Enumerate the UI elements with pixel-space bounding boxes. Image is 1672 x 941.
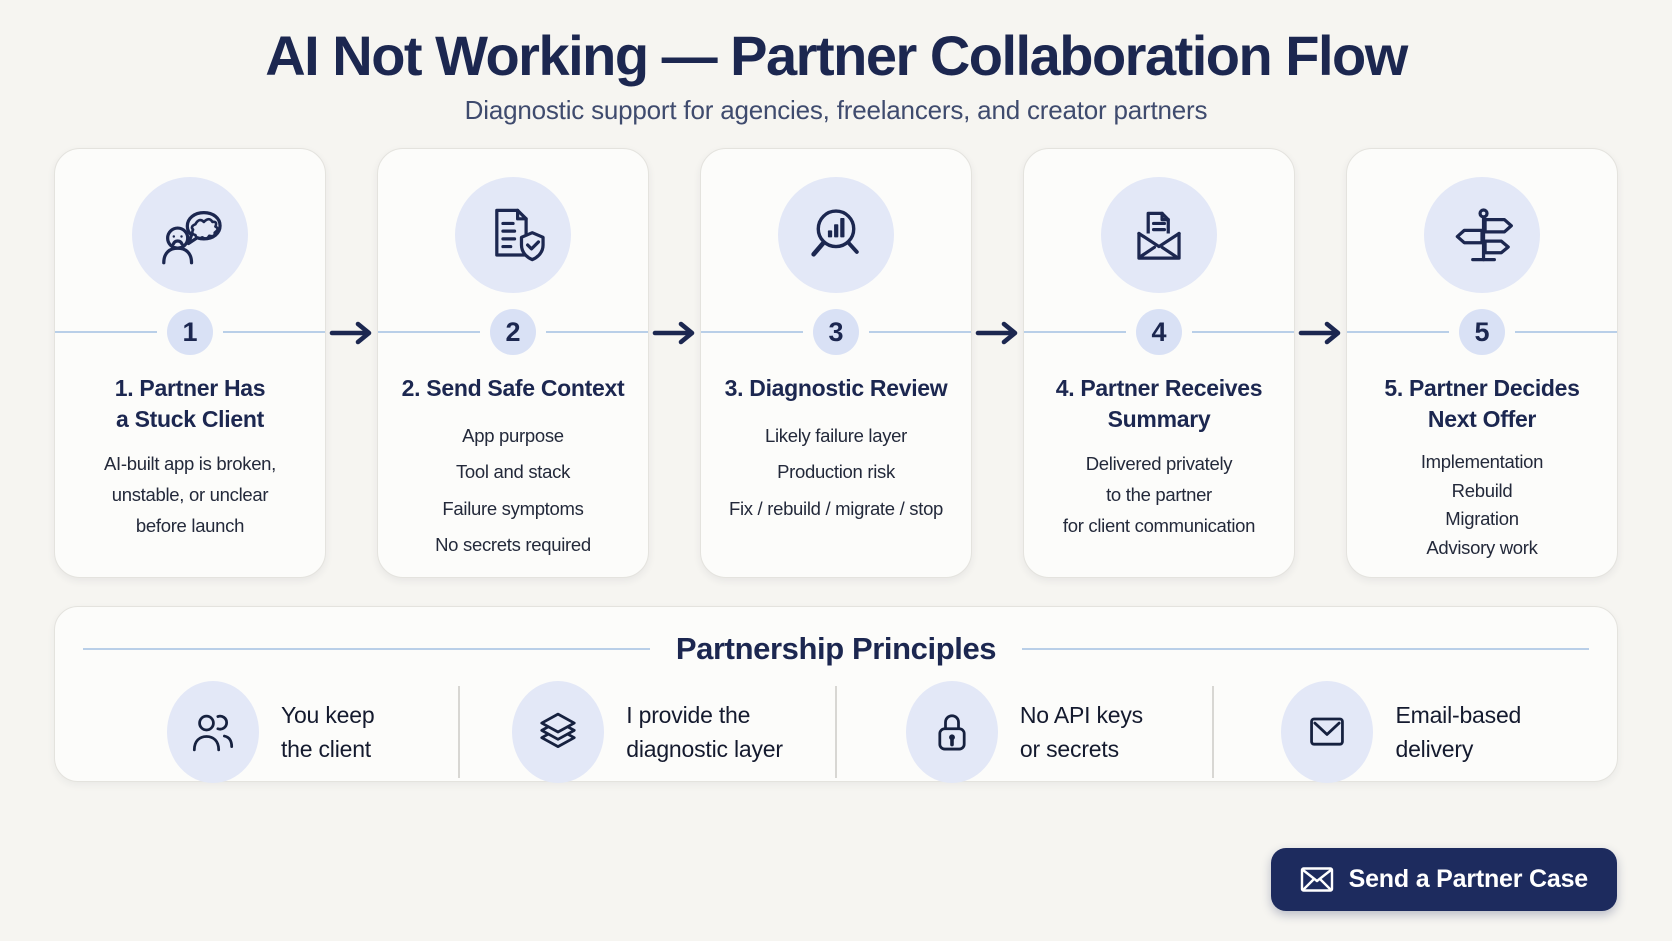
page-title: AI Not Working — Partner Collaboration F… <box>265 24 1408 87</box>
principles-header: Partnership Principles <box>83 631 1590 667</box>
principle-divider <box>835 686 837 779</box>
step-number-badge: 5 <box>1459 309 1505 356</box>
progress-line <box>378 331 480 334</box>
principle-divider <box>1212 686 1214 779</box>
principle-text: You keep the client <box>280 702 375 763</box>
principle-divider <box>458 686 460 779</box>
progress-line <box>223 331 325 334</box>
principles-panel: Partnership Principles You keep the clie… <box>54 606 1618 784</box>
step-number-badge: 2 <box>490 309 536 356</box>
document-shield-icon <box>455 177 571 294</box>
step-description: App purpose Tool and stack Failure sympt… <box>435 424 591 556</box>
step-title: 1. Partner Has a Stuck Client <box>114 375 266 432</box>
progress-line <box>55 331 157 334</box>
magnifier-chart-icon <box>778 177 894 294</box>
cta-row: Send a Partner Case <box>0 848 1672 912</box>
signpost-icon <box>1424 177 1540 294</box>
step-title: 4. Partner Receives Summary <box>1055 375 1263 432</box>
layers-icon <box>512 681 605 784</box>
step-progress: 2 <box>378 309 648 356</box>
lock-icon <box>905 681 998 784</box>
step-card-5: 5 5. Partner Decides Next Offer Implemen… <box>1346 148 1618 579</box>
flow-arrow-icon <box>1295 148 1346 346</box>
send-partner-case-button[interactable]: Send a Partner Case <box>1270 848 1617 912</box>
step-progress: 4 <box>1024 309 1294 356</box>
progress-line <box>1192 331 1294 334</box>
step-progress: 5 <box>1347 309 1617 356</box>
step-number-badge: 4 <box>1136 309 1182 356</box>
flow-steps: 1 1. Partner Has a Stuck Client AI-built… <box>0 148 1672 579</box>
step-description: Implementation Rebuild Migration Advisor… <box>1420 450 1544 558</box>
progress-line <box>1515 331 1617 334</box>
principle-text: No API keys or secrets <box>1019 702 1143 763</box>
step-card-1: 1 1. Partner Has a Stuck Client AI-built… <box>54 148 326 579</box>
principle-email-delivery: Email-based delivery <box>1214 681 1589 784</box>
page-subtitle: Diagnostic support for agencies, freelan… <box>464 95 1208 126</box>
cta-label: Send a Partner Case <box>1348 865 1589 894</box>
step-card-4: 4 4. Partner Receives Summary Delivered … <box>1023 148 1295 579</box>
envelope-icon <box>1300 866 1334 893</box>
step-description: AI-built app is broken, unstable, or unc… <box>103 452 277 537</box>
flow-arrow-icon <box>972 148 1023 346</box>
step-title: 3. Diagnostic Review <box>724 375 948 402</box>
principles-heading: Partnership Principles <box>675 631 997 667</box>
step-number-badge: 3 <box>813 309 859 356</box>
confused-client-icon <box>132 177 248 294</box>
step-description: Delivered privately to the partner for c… <box>1062 452 1256 537</box>
progress-line <box>701 331 803 334</box>
flow-arrow-icon <box>326 148 377 346</box>
heading-line <box>1022 648 1590 651</box>
step-title: 2. Send Safe Context <box>401 375 625 402</box>
principle-text: I provide the diagnostic layer <box>626 702 783 763</box>
step-card-3: 3 3. Diagnostic Review Likely failure la… <box>700 148 972 579</box>
step-description: Likely failure layer Production risk Fix… <box>728 424 944 519</box>
people-icon <box>166 681 259 784</box>
principles-list: You keep the client I provide the diagno… <box>83 681 1589 784</box>
step-card-2: 2 2. Send Safe Context App purpose Tool … <box>377 148 649 579</box>
progress-line <box>1347 331 1449 334</box>
heading-line <box>83 648 650 651</box>
principle-no-secrets: No API keys or secrets <box>837 681 1212 784</box>
flow-arrow-icon <box>649 148 700 346</box>
step-progress: 3 <box>701 309 971 356</box>
step-number-badge: 1 <box>167 309 213 356</box>
progress-line <box>546 331 648 334</box>
progress-line <box>1024 331 1126 334</box>
page-header: AI Not Working — Partner Collaboration F… <box>0 0 1672 126</box>
principle-keep-client: You keep the client <box>83 681 458 784</box>
open-envelope-icon <box>1101 177 1217 294</box>
step-title: 5. Partner Decides Next Offer <box>1384 375 1580 432</box>
principle-diagnostic-layer: I provide the diagnostic layer <box>460 681 835 784</box>
envelope-icon <box>1281 681 1374 784</box>
step-progress: 1 <box>55 309 325 356</box>
principle-text: Email-based delivery <box>1395 702 1522 763</box>
progress-line <box>869 331 971 334</box>
